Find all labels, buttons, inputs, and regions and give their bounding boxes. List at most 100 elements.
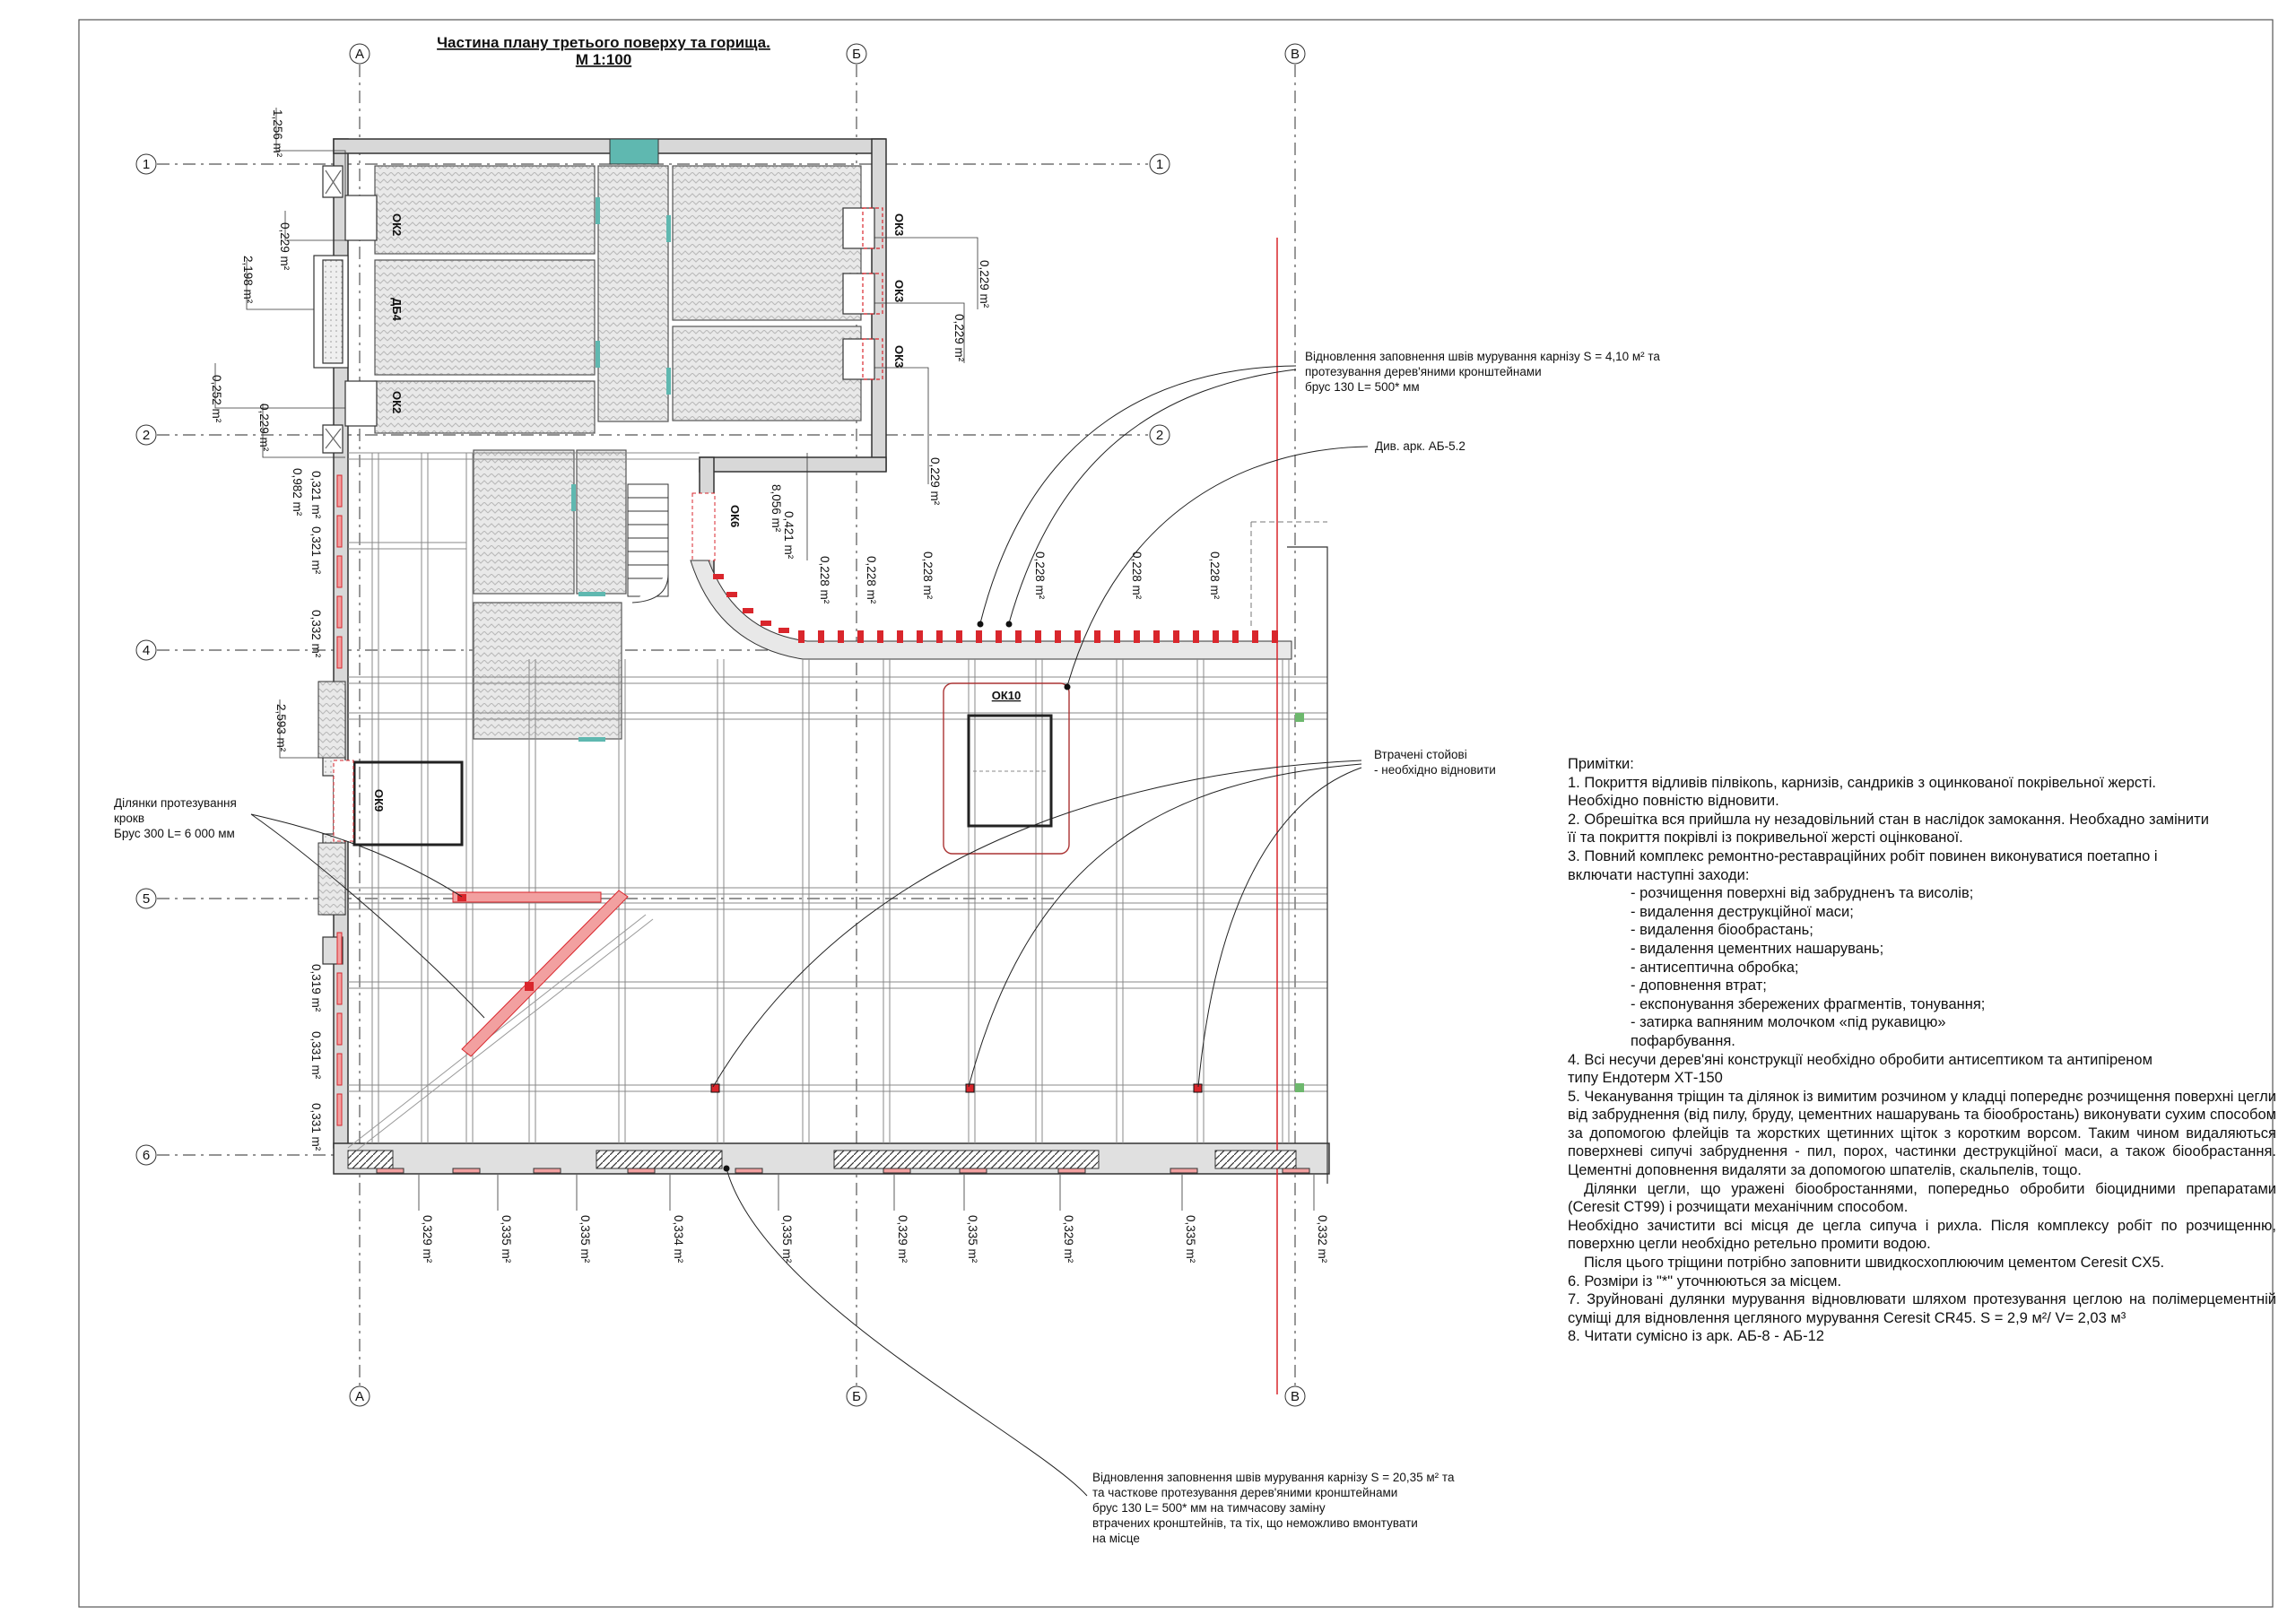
area-labels: 1,256 m² 0,229 m² 2,198 m² 0,252 m² 0,22… <box>210 109 1329 1264</box>
svg-text:0,329 m²: 0,329 m² <box>1062 1215 1075 1264</box>
svg-text:В: В <box>1291 1389 1300 1404</box>
axis-2-right: 2 <box>1149 424 1170 446</box>
ok2-label-bottom: ОК2 <box>390 391 404 413</box>
svg-text:крокв: крокв <box>114 812 144 825</box>
svg-text:0,228 m²: 0,228 m² <box>818 556 831 604</box>
svg-text:0,229 m²: 0,229 m² <box>978 260 991 308</box>
left-wall-red-segments <box>336 474 343 1126</box>
plan-scale: М 1:100 <box>576 51 631 68</box>
right-openings <box>842 207 883 380</box>
svg-text:0,228 m²: 0,228 m² <box>921 551 935 600</box>
note-1b: Необхідно повністю відновити. <box>1568 793 1779 810</box>
svg-text:та часткове протезування дерев: та часткове протезування дерев'яними кро… <box>1092 1486 1397 1499</box>
note-list-item: - затирка вапняним молочком «під рукавиц… <box>1631 1014 1946 1031</box>
note-5d: Після цього тріщини потрібно заповнити ш… <box>1584 1255 2165 1272</box>
svg-text:Б: Б <box>852 1389 861 1404</box>
svg-text:0,228 m²: 0,228 m² <box>1130 551 1144 600</box>
svg-text:А: А <box>355 1389 364 1404</box>
svg-text:0,982 m²: 0,982 m² <box>291 468 304 517</box>
svg-text:2,198 m²: 2,198 m² <box>241 256 255 304</box>
axis-4-left: 4 <box>135 639 157 661</box>
note-4b: типу Ендотерм ХТ-150 <box>1568 1070 1723 1087</box>
axis-b-top: Б <box>846 43 867 65</box>
ok3-label-3: ОК3 <box>892 345 906 368</box>
ok9-label: ОК9 <box>372 789 386 812</box>
axis-v-top: В <box>1284 43 1306 65</box>
bottom-ticks <box>418 1175 1315 1211</box>
svg-text:0,421 m²: 0,421 m² <box>782 511 796 560</box>
note-list-item: - антисептична обробка; <box>1631 959 1799 976</box>
notes-block: Примітки: 1. Покриття відливів пілвікonь… <box>1568 755 2276 1346</box>
note-list-item: - розчищення поверхні від забрудненъ та … <box>1631 885 1974 902</box>
svg-text:0,229 m²: 0,229 m² <box>952 314 966 362</box>
callout-ref: Див. арк. АБ-5.2 <box>1375 439 1465 453</box>
callout-posts: Втрачені стойові - необхідно відновити <box>1374 748 1496 777</box>
svg-text:брус 130 L= 500* мм: брус 130 L= 500* мм <box>1305 380 1420 394</box>
ok3-label-2: ОК3 <box>892 280 906 302</box>
notes-heading: Примітки: <box>1568 756 1634 772</box>
area-leaders <box>214 108 978 759</box>
svg-text:0,334 m²: 0,334 m² <box>672 1215 685 1264</box>
note-list-item: - експонування збережених фрагментів, то… <box>1631 995 1986 1012</box>
ok10-skylight <box>967 714 1053 828</box>
svg-text:0,321 m²: 0,321 m² <box>309 471 323 519</box>
ok9-skylight <box>352 760 464 847</box>
svg-text:0,335 m²: 0,335 m² <box>966 1215 979 1264</box>
svg-text:4: 4 <box>143 643 150 658</box>
svg-text:0,229 m²: 0,229 m² <box>257 404 271 452</box>
note-list-item: - видалення деструкційної маси; <box>1631 903 1854 920</box>
ok3-label-1: ОК3 <box>892 213 906 236</box>
axis-a-bottom: А <box>349 1385 370 1407</box>
svg-text:0,228 m²: 0,228 m² <box>865 556 878 604</box>
chimneys-left <box>317 681 346 916</box>
callout-dots <box>723 621 1071 1172</box>
note-list-item: - видалення цементних нашарувань; <box>1631 940 1884 957</box>
svg-text:1,256 m²: 1,256 m² <box>271 109 284 158</box>
svg-text:2: 2 <box>1156 428 1163 443</box>
note-7: 7. Зруйновані дулянки мурування відновлю… <box>1568 1291 2276 1326</box>
callout-cornice-top: Відновлення заповнення швів мурування ка… <box>1305 350 1660 394</box>
note-8: 8. Читати сумісно із арк. АБ-8 - АБ-12 <box>1568 1328 1824 1345</box>
note-3b: включати наступні заходи: <box>1568 866 1750 883</box>
db4-label: ДБ4 <box>390 298 404 322</box>
sheet-frame <box>78 19 2274 1608</box>
ok9-opening <box>333 760 354 842</box>
axis-bubbles: А Б В А Б В 1 1 2 2 4 5 6 <box>135 43 1306 1407</box>
svg-text:6: 6 <box>143 1148 150 1163</box>
svg-text:1: 1 <box>143 157 150 172</box>
bottom-cornice <box>347 1150 1310 1174</box>
note-5: 5. Чеканування тріщин та ділянок із вими… <box>1568 1088 2276 1179</box>
note-3a: 3. Повний комплекс ремонтно-реставраційн… <box>1568 847 2158 864</box>
roof-framing <box>347 452 1327 1153</box>
ok10-boundary <box>943 682 1070 855</box>
svg-text:0,331 m²: 0,331 m² <box>309 1103 323 1151</box>
svg-text:2,593 m²: 2,593 m² <box>274 704 288 752</box>
chimney-outline <box>1287 546 1328 1184</box>
svg-text:Ділянки протезування: Ділянки протезування <box>114 796 237 810</box>
svg-text:втрачених кронштейнів, та тіх,: втрачених кронштейнів, та тіх, що неможл… <box>1092 1516 1418 1530</box>
svg-text:0,329 m²: 0,329 m² <box>421 1215 434 1264</box>
note-5c: Необхідно зачистити всі місця де цегла с… <box>1568 1217 2276 1253</box>
svg-text:0,228 m²: 0,228 m² <box>1033 551 1047 600</box>
axis-6-left: 6 <box>135 1144 157 1166</box>
note-list-item: - видалення біообрастань; <box>1631 922 1813 939</box>
ok6-opening <box>691 492 716 561</box>
svg-text:5: 5 <box>143 891 150 907</box>
svg-text:0,319 m²: 0,319 m² <box>309 964 323 1012</box>
svg-text:0,329 m²: 0,329 m² <box>896 1215 909 1264</box>
svg-text:протезування дерев'яними кронш: протезування дерев'яними кронштейнами <box>1305 365 1542 378</box>
ok6-label: ОК6 <box>728 505 742 527</box>
svg-text:0,332 m²: 0,332 m² <box>309 610 323 658</box>
axis-1-right: 1 <box>1149 153 1170 175</box>
svg-text:0,335 m²: 0,335 m² <box>780 1215 794 1264</box>
axis-2-left: 2 <box>135 424 157 446</box>
svg-text:Відновлення заповнення швів му: Відновлення заповнення швів мурування ка… <box>1305 350 1660 363</box>
svg-text:брус 130 L= 500* мм на тимчасо: брус 130 L= 500* мм на тимчасову заміну <box>1092 1501 1326 1515</box>
svg-text:- необхідно відновити: - необхідно відновити <box>1374 763 1496 777</box>
red-bracket-marks <box>713 574 1278 643</box>
svg-text:на місце: на місце <box>1092 1532 1140 1545</box>
dashed-boundary <box>1250 521 1327 628</box>
green-markers <box>1295 713 1304 1092</box>
svg-text:8,056 m²: 8,056 m² <box>770 484 783 533</box>
